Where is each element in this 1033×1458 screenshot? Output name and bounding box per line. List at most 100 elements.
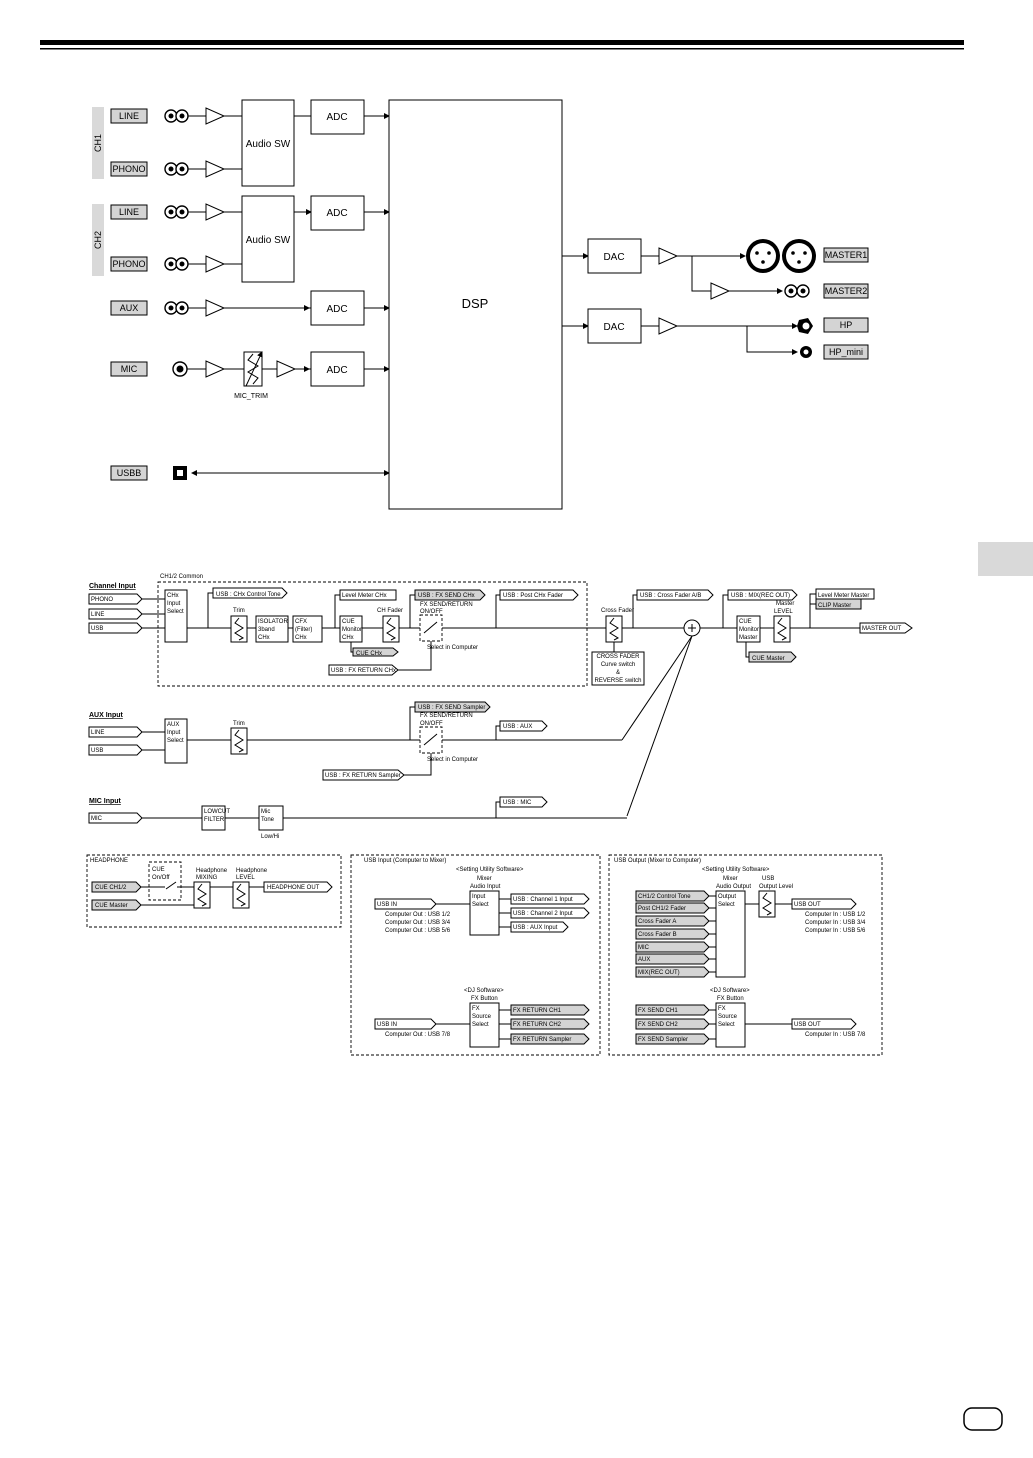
mic-tone-1: Mic xyxy=(261,809,270,815)
cf-switch-4: REVERSE switch xyxy=(594,678,641,684)
potentiometer-icon xyxy=(382,615,400,643)
usb-out-label: USB OUT xyxy=(794,902,821,908)
output-select-2: Select xyxy=(718,902,735,908)
usb-ch2-input: USB : Channel 2 Input xyxy=(513,911,573,917)
usb-out-fx-button: FX Button xyxy=(717,996,744,1002)
computer-in-56: Computer In : USB 5/6 xyxy=(805,928,866,934)
computer-in-34: Computer In : USB 3/4 xyxy=(805,920,866,926)
fx-send-sampler: FX SEND Sampler xyxy=(638,1037,688,1043)
cfx-3: CHx xyxy=(295,635,307,641)
headphone-section: HEADPHONE CUE On/Off CUE CH1/2 CUE Maste… xyxy=(86,854,342,928)
usb-in-label-2: USB IN xyxy=(377,1022,397,1028)
usb-out-mixer-2: Audio Output xyxy=(716,884,751,890)
isolator-1: ISOLATOR xyxy=(258,619,288,625)
hp-mixing-1: Headphone xyxy=(196,868,228,874)
fx-send-ch2: FX SEND CH2 xyxy=(638,1022,678,1028)
computer-out-12: Computer Out : USB 1/2 xyxy=(385,912,451,918)
ch-in-usb: USB xyxy=(91,626,103,632)
crossfader-switch-box xyxy=(591,651,645,686)
cfx-1: CFX xyxy=(295,619,307,625)
dac-label: DAC xyxy=(603,322,624,333)
usb-in-mixer-1: Mixer xyxy=(477,876,492,882)
lowcut-1: LOWCUT xyxy=(204,809,230,815)
adc-label: ADC xyxy=(326,208,347,219)
adc-label: ADC xyxy=(326,304,347,315)
usb-in-fx-button: FX Button xyxy=(471,996,498,1002)
input-phono1-label: PHONO xyxy=(112,164,145,174)
aux-select-box xyxy=(164,718,188,764)
ch-common-label: CH1/2 Common xyxy=(160,574,203,580)
cfx-box xyxy=(292,615,323,643)
headphone-title: HEADPHONE xyxy=(90,858,128,864)
aux-select-2: Input xyxy=(167,730,181,736)
mic-jack-icon xyxy=(172,361,188,377)
ch-common-frame xyxy=(157,581,588,687)
cue-monitor-chx-3: CHx xyxy=(342,635,354,641)
usb-in-title: USB Input (Computer to Mixer) xyxy=(364,858,446,864)
input-line1-label: LINE xyxy=(119,111,139,121)
usb-out-title: USB Output (Mixer to Computer) xyxy=(614,858,701,864)
fx-return-ch2: FX RETURN CH2 xyxy=(513,1022,562,1028)
usb-b-port-icon xyxy=(173,466,187,480)
output-hp-mini-label: HP_mini xyxy=(829,347,863,357)
potentiometer-icon xyxy=(230,727,248,755)
chx-select-1: CHx xyxy=(167,593,179,599)
headphone-jack-icon xyxy=(797,318,813,358)
mic-trim-label: MIC_TRIM xyxy=(234,393,268,400)
aux-on-off: ON/OFF xyxy=(420,721,443,727)
cue-monitor-master-2: Monitor xyxy=(739,627,759,633)
usb-out-fx-src-1: FX xyxy=(718,1006,726,1012)
sum-node-icon xyxy=(683,619,701,637)
input-phono2: PHONO xyxy=(110,256,148,272)
dsp-block: DSP xyxy=(388,99,563,510)
output-hp-label: HP xyxy=(840,320,853,330)
master-level-1: Master xyxy=(776,601,794,607)
cue-monitor-chx-1: CUE xyxy=(342,619,355,625)
cue-monitor-chx-2: Monitor xyxy=(342,627,362,633)
output-master2: MASTER2 xyxy=(823,283,869,299)
dac-block-1: DAC xyxy=(587,238,642,274)
ch-in-line: LINE xyxy=(91,612,104,618)
dsp-label: DSP xyxy=(462,296,489,311)
audio-sw-label: Audio SW xyxy=(246,139,291,150)
hp-cue-master: CUE Master xyxy=(95,903,128,909)
header-bar xyxy=(40,40,964,45)
xlr-connector-icon xyxy=(746,239,816,273)
input-aux-label: AUX xyxy=(120,303,139,313)
potentiometer-icon xyxy=(605,615,623,643)
usb-out-dj-sw: <DJ Software> xyxy=(710,988,750,994)
ch-fader-label: CH Fader xyxy=(377,608,403,614)
potentiometer-icon xyxy=(193,881,211,909)
cf-switch-3: & xyxy=(616,670,620,676)
lowcut-2: FILTER xyxy=(204,817,225,823)
usb-fx-send-sampler: USB : FX SEND Sampler xyxy=(418,705,485,711)
usb-fx-return-sampler: USB : FX RETURN Sampler xyxy=(325,773,401,779)
side-tab xyxy=(978,542,1033,576)
dac-label: DAC xyxy=(603,252,624,263)
chx-select-box xyxy=(164,589,188,643)
input-select-1: Input xyxy=(472,894,486,900)
usb-out-label-2: USB OUT xyxy=(794,1022,821,1028)
aux-select-1: AUX xyxy=(167,722,179,728)
ch2-label: CH2 xyxy=(93,231,103,249)
output-select-1: Output xyxy=(718,894,736,900)
usb-aux: USB : AUX xyxy=(503,724,532,730)
src-mix: MIX(REC OUT) xyxy=(638,970,680,976)
isolator-3: CHx xyxy=(258,635,270,641)
fx-return-ch1: FX RETURN CH1 xyxy=(513,1008,562,1014)
usb-ch1-input: USB : Channel 1 Input xyxy=(513,897,573,903)
aux-trim-label: Trim xyxy=(233,721,245,727)
cue-monitor-master-1: CUE xyxy=(739,619,752,625)
output-master1-label: MASTER1 xyxy=(825,250,868,260)
adc-block-3: ADC xyxy=(310,290,365,326)
usb-out-setting-sw: <Setting Utility Software> xyxy=(702,867,770,873)
usb-output-section: USB Output (Mixer to Computer) <Setting … xyxy=(608,854,883,1056)
cfx-2: (Filter) xyxy=(295,627,312,633)
hardware-diagram: CH1 CH2 LINE PHONO LINE PHONO AUX MIC US… xyxy=(92,99,869,510)
input-line2: LINE xyxy=(110,204,148,220)
usb-aux-input: USB : AUX Input xyxy=(513,925,558,931)
usb-out-fx-src-3: Select xyxy=(718,1022,735,1028)
adc-block-4: ADC xyxy=(310,351,365,387)
potentiometer-icon xyxy=(758,890,776,918)
input-select-2: Select xyxy=(472,902,489,908)
